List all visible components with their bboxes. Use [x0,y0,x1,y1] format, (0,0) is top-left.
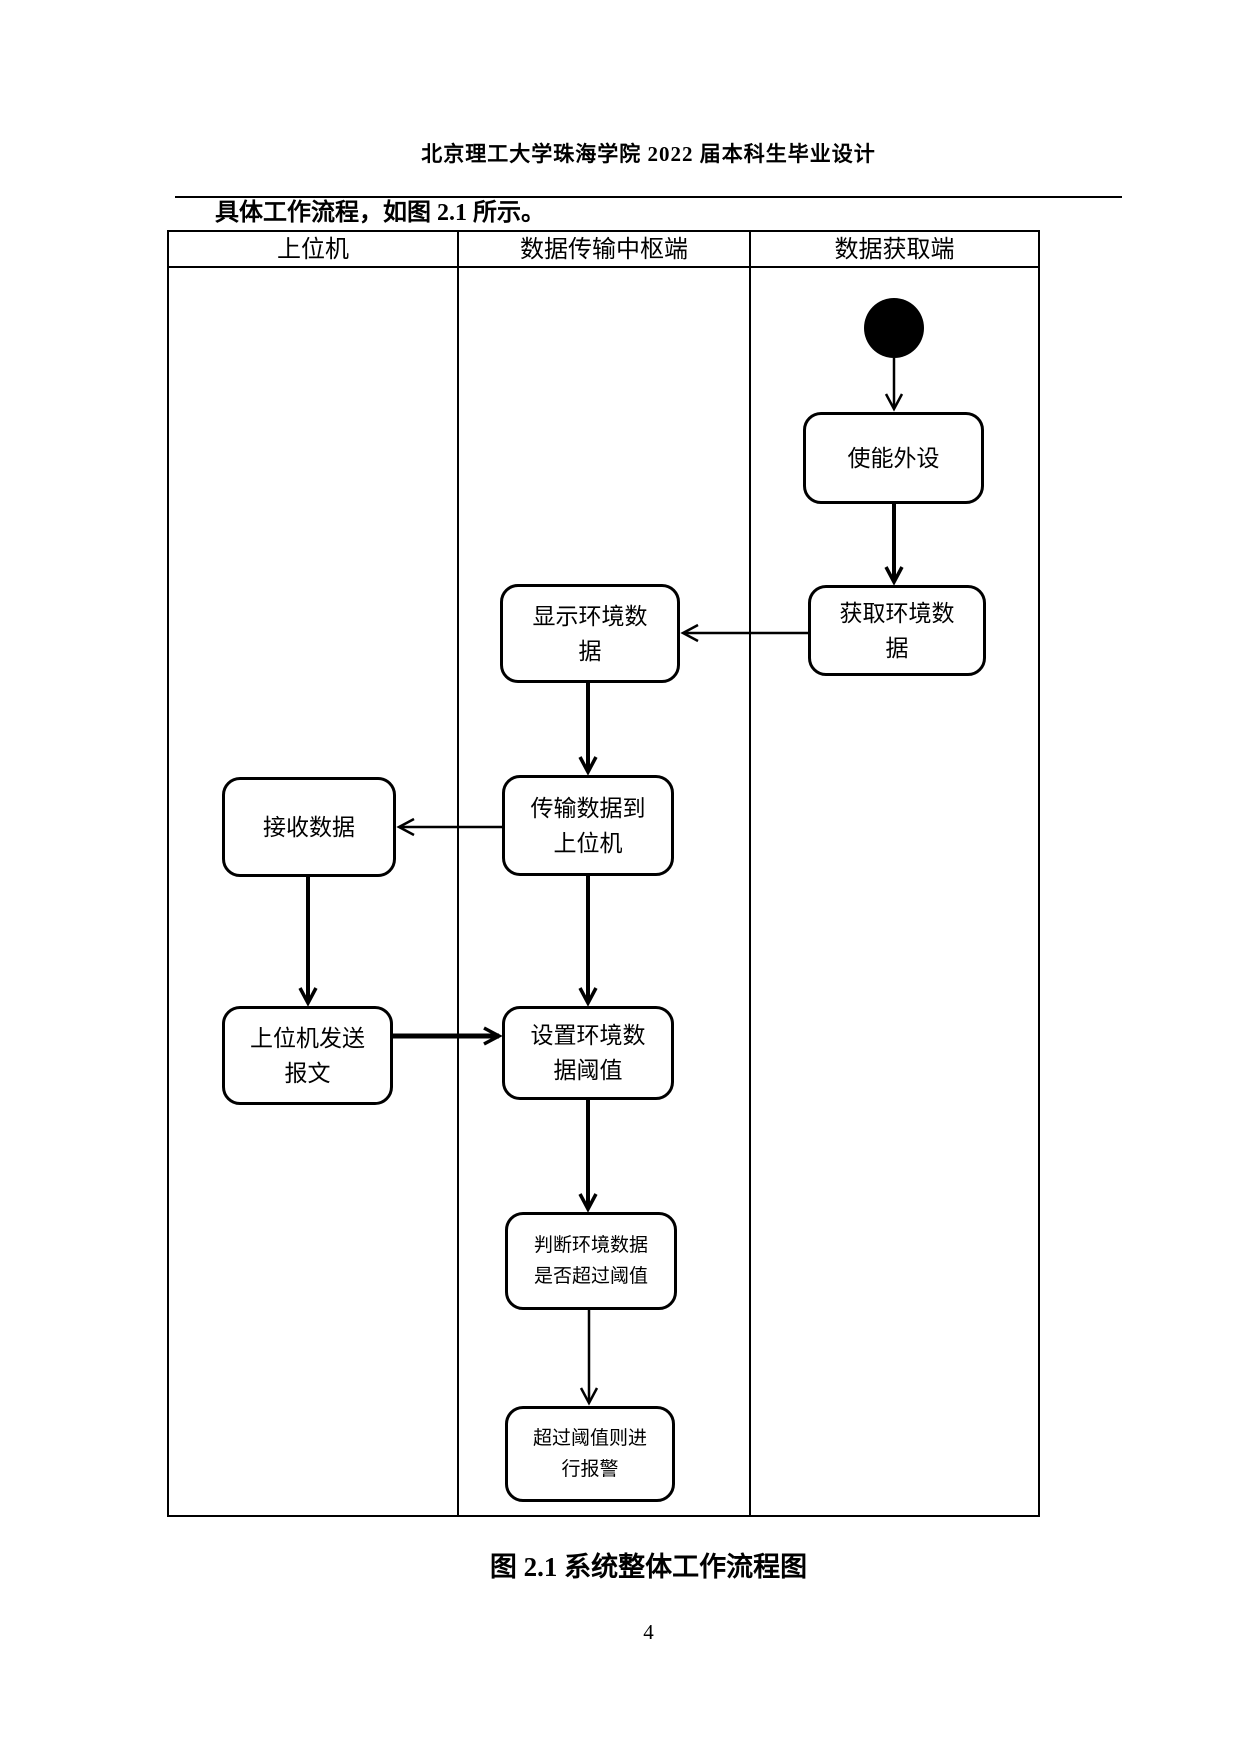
node-text-line: 据 [578,637,602,664]
node-text-line: 据阈值 [553,1057,623,1083]
lane-header-separator [169,266,1038,268]
node-text-line: 超过阈值则进 [532,1428,647,1449]
node-enable-peripherals: 使能外设 [803,412,984,504]
intro-paragraph: 具体工作流程，如图 2.1 所示。 [215,200,545,226]
node-text-line: 上位机发送 [250,1024,365,1051]
node-text-line: 据 [885,634,909,661]
node-text-line: 判断环境数据 [533,1235,648,1256]
node-text-line: 报文 [284,1059,331,1086]
node-text-line: 显示环境数 [532,602,648,629]
node-transmit-to-host: 传输数据到 上位机 [502,775,674,876]
node-text-line: 行报警 [561,1459,619,1480]
page-header-title: 北京理工大学珠海学院 2022 届本科生毕业设计 [421,142,876,166]
lane-divider-1 [457,232,459,1515]
figure-caption: 图 2.1 系统整体工作流程图 [489,1552,808,1582]
node-receive-data: 接收数据 [222,777,396,877]
lane-header-host: 上位机 [277,236,349,263]
node-text-line: 设置环境数 [530,1022,646,1048]
node-acquire-env-data: 获取环境数 据 [808,585,986,676]
node-text-line: 接收数据 [263,813,355,840]
node-set-threshold: 设置环境数 据阈值 [502,1006,674,1100]
lane-divider-2 [749,232,751,1515]
header-rule [175,196,1122,198]
node-text-line: 使能外设 [847,444,940,471]
node-text-line: 获取环境数 [839,599,955,626]
node-check-threshold: 判断环境数据 是否超过阈值 [505,1212,677,1310]
node-text-line: 上位机 [553,829,623,856]
node-text-line: 传输数据到 [530,794,646,821]
node-display-env-data: 显示环境数 据 [500,584,680,683]
node-alarm-on-exceed: 超过阈值则进 行报警 [505,1406,675,1502]
node-host-send-message: 上位机发送 报文 [222,1006,393,1105]
page-number: 4 [643,1620,654,1644]
node-text-line: 是否超过阈值 [533,1266,648,1287]
lane-header-hub: 数据传输中枢端 [520,236,688,263]
lane-header-acquisition: 数据获取端 [834,236,955,263]
